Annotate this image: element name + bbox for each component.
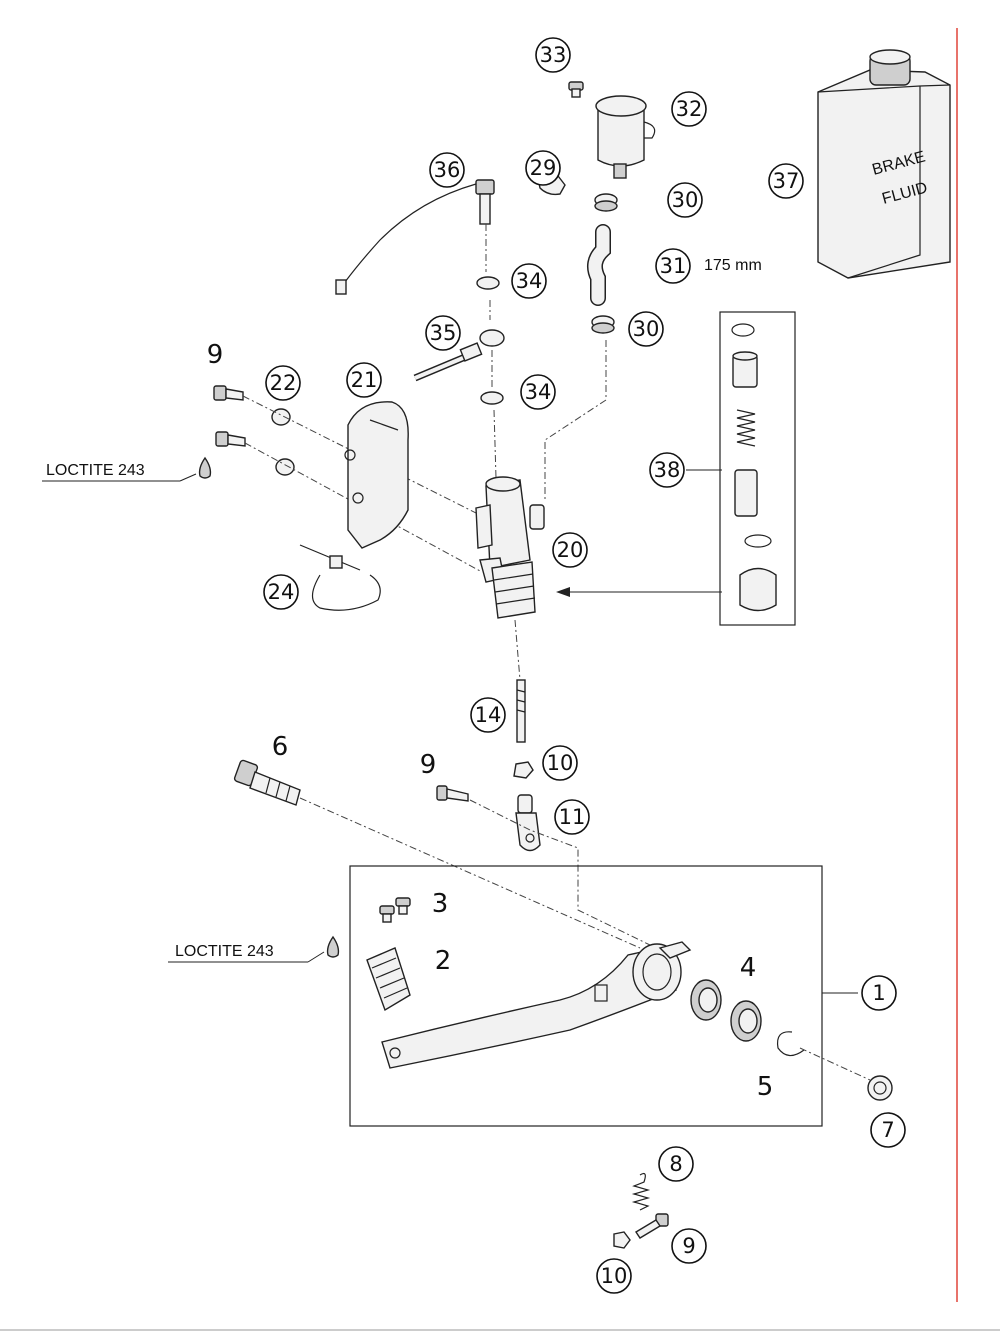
circlip	[776, 1031, 805, 1057]
svg-text:7: 7	[881, 1118, 894, 1142]
callout-33: 33	[535, 37, 571, 73]
svg-text:30: 30	[672, 188, 699, 212]
callout-9-lower: 9	[671, 1228, 707, 1264]
callout-20: 20	[552, 532, 588, 568]
callout-10-lower: 10	[596, 1258, 632, 1294]
kit-arrow-head	[556, 587, 570, 597]
svg-text:1: 1	[872, 981, 885, 1005]
clevis	[515, 794, 541, 852]
svg-text:10: 10	[601, 1264, 628, 1288]
svg-text:38: 38	[654, 458, 681, 482]
bolt-upper-2	[215, 431, 246, 447]
bolt-lower	[635, 1213, 669, 1239]
callout-14: 14	[470, 697, 506, 733]
loctite-label-upper: LOCTITE 243	[42, 456, 212, 482]
svg-text:11: 11	[559, 805, 586, 829]
svg-text:LOCTITE 243: LOCTITE 243	[175, 943, 274, 960]
brake-light-switch	[335, 179, 495, 295]
bearing-outer	[690, 979, 722, 1021]
callout-31: 31	[655, 248, 691, 284]
svg-text:9: 9	[682, 1234, 695, 1258]
svg-text:37: 37	[773, 169, 800, 193]
svg-text:36: 36	[434, 158, 461, 182]
reservoir-hose	[586, 224, 611, 306]
rear-master-cylinder	[475, 476, 545, 619]
svg-text:31: 31	[660, 254, 687, 278]
callout-7: 7	[870, 1112, 906, 1148]
svg-text:34: 34	[516, 269, 543, 293]
svg-text:10: 10	[547, 751, 574, 775]
callout-5: 5	[757, 1072, 774, 1102]
callout-9-middle: 9	[420, 750, 437, 780]
svg-text:14: 14	[475, 703, 502, 727]
nut-lower	[613, 1231, 631, 1249]
hose-clamp-lower	[591, 315, 615, 334]
bearing-inner	[730, 1000, 762, 1042]
fluid-reservoir	[595, 95, 656, 179]
callout-8: 8	[658, 1146, 694, 1182]
svg-text:22: 22	[270, 371, 297, 395]
svg-text:29: 29	[530, 156, 557, 180]
callout-11: 11	[554, 799, 590, 835]
return-spring	[631, 1172, 651, 1211]
foot-brake-lever	[381, 941, 692, 1069]
reservoir-screw	[568, 81, 584, 98]
callout-4: 4	[740, 953, 757, 983]
nut-upper	[513, 761, 534, 779]
sealing-washer-upper	[476, 276, 500, 290]
svg-text:LOCTITE 243: LOCTITE 243	[46, 462, 145, 479]
spacer-upper-2	[275, 458, 295, 476]
loctite-label-lower: LOCTITE 243	[168, 935, 340, 963]
repair-kit-parts	[731, 323, 777, 612]
callout-1: 1	[861, 975, 897, 1011]
callout-30-upper: 30	[667, 182, 703, 218]
svg-text:24: 24	[268, 580, 295, 604]
callout-36: 36	[429, 152, 465, 188]
callout-9-top: 9	[207, 340, 224, 370]
callout-2: 2	[435, 946, 452, 976]
callout-32: 32	[671, 91, 707, 127]
callout-10-upper: 10	[542, 745, 578, 781]
tread-screws	[379, 897, 411, 923]
cable-tie	[299, 544, 381, 611]
bolt-upper-1	[213, 385, 244, 401]
brake-line-banjo	[413, 329, 505, 382]
bolt-middle	[436, 785, 469, 802]
pivot-bolt	[233, 759, 301, 806]
svg-text:32: 32	[676, 97, 703, 121]
callout-34-lower: 34	[520, 374, 556, 410]
repair-kit-box	[719, 311, 796, 626]
master-cylinder-guard	[344, 401, 409, 549]
callout-37: 37	[768, 163, 804, 199]
callout-3: 3	[432, 889, 449, 919]
callout-30-lower: 30	[628, 311, 664, 347]
svg-text:33: 33	[540, 43, 567, 67]
callout-29: 29	[525, 150, 561, 186]
sealing-washer-lower	[480, 391, 504, 405]
svg-text:35: 35	[430, 321, 457, 345]
callout-35: 35	[425, 315, 461, 351]
svg-text:20: 20	[557, 538, 584, 562]
svg-text:21: 21	[351, 368, 378, 392]
svg-text:34: 34	[525, 380, 552, 404]
svg-text:8: 8	[669, 1152, 682, 1176]
tread-plate	[366, 947, 411, 1012]
hose-clamp-upper	[594, 193, 618, 212]
callout-6: 6	[272, 732, 289, 762]
callout-34-upper: 34	[511, 263, 547, 299]
bushing	[867, 1075, 893, 1101]
callout-21: 21	[346, 362, 382, 398]
spacer-upper-1	[271, 408, 291, 426]
callout-24: 24	[263, 574, 299, 610]
callout-38: 38	[649, 452, 685, 488]
hose-length-label: 175 mm	[704, 257, 762, 274]
lever-assembly-box	[349, 865, 823, 1127]
svg-text:30: 30	[633, 317, 660, 341]
brake-fluid-can: BRAKE FLUID	[817, 49, 951, 279]
callout-22: 22	[265, 365, 301, 401]
